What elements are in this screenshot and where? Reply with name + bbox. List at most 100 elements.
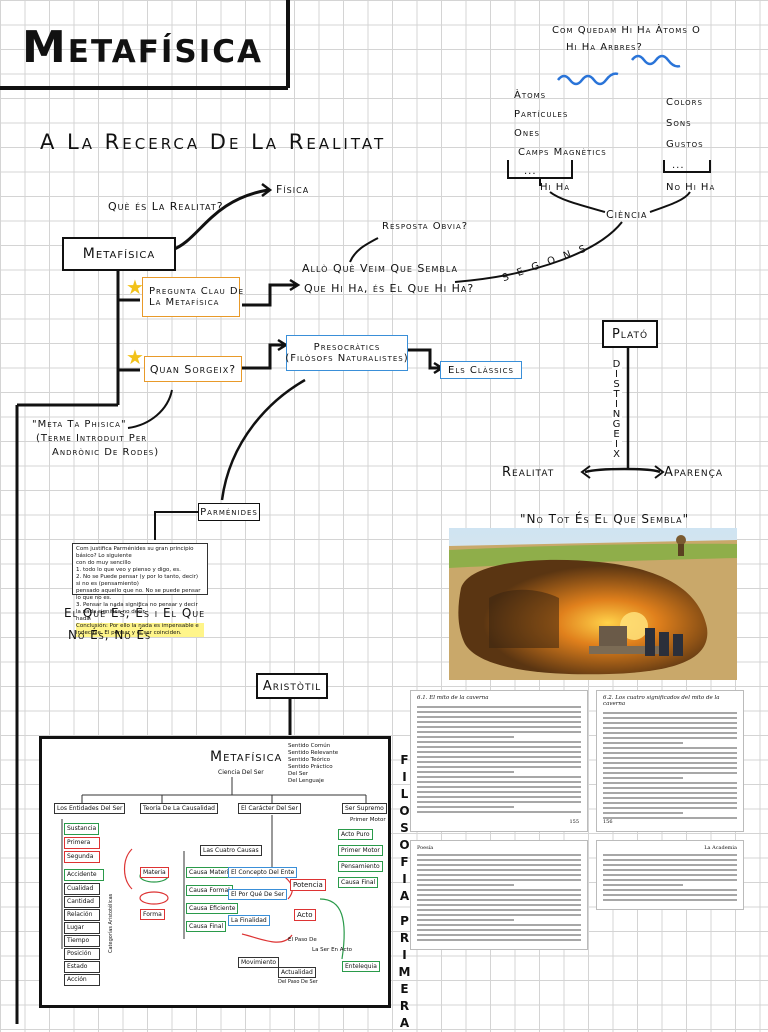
pregunta-clau-line2: La Metafísica: [149, 297, 220, 308]
quan-sorgeix-box: Quan Sorgeix?: [144, 356, 242, 382]
doc-text-line: [417, 854, 581, 856]
list-item: Accidente: [64, 869, 104, 881]
letter: E: [400, 982, 410, 996]
doc-text-line: [417, 889, 581, 891]
aristotle-left-items: Sustancia Primera Segunda Accidente Cual…: [64, 823, 104, 986]
letter: M: [398, 965, 412, 979]
star-icon: ★: [126, 345, 144, 369]
doc-page-number: 156: [603, 819, 613, 825]
doc-text-line: [603, 884, 684, 886]
causa-right-item: El Por Qué De Ser: [228, 889, 288, 900]
label-resposta-obvia: Resposta Obvia?: [382, 221, 469, 232]
note-line: con do muy sencillo: [76, 560, 131, 566]
doc-text-line: [603, 777, 684, 779]
doc-text-line: [417, 781, 581, 783]
aristotil-box: Aristòtil: [256, 673, 328, 699]
doc-text-line: [417, 716, 581, 718]
doc-text-line: [603, 762, 737, 764]
potencia-box: Potencia: [290, 879, 326, 891]
document-page-right: 6.2. Los cuatro significados del mito de…: [596, 690, 744, 832]
doc-text-line: [603, 742, 684, 744]
acto-box: Acto: [294, 909, 316, 921]
doc-text-line: [417, 934, 581, 936]
page-subtitle: A La Recerca De La Realitat: [40, 130, 387, 154]
doc-footer: La Academia: [704, 845, 737, 851]
aristotle-col4: Ser Supremo: [342, 803, 387, 814]
doc-text-line: [603, 817, 737, 819]
note-line: 2. No se Puede pensar (y por lo tanto, d…: [76, 574, 199, 587]
motor-item: Acto Puro: [338, 829, 373, 840]
letter: R: [399, 931, 411, 945]
distingeix-letter: I: [615, 439, 619, 450]
doc-text-line: [417, 791, 581, 793]
parmenides-note: Com justifica Parménides su gran princip…: [72, 543, 208, 637]
causa-item: Causa Eficiente: [186, 903, 239, 914]
doc-text-line: [417, 879, 581, 881]
aristotle-col1: Los Entidades Del Ser: [54, 803, 126, 814]
letter: S: [400, 821, 410, 835]
doc-text-line: [417, 706, 581, 708]
distingeix-letter: X: [613, 449, 621, 460]
note-line: pensado aquello que no. No se puede pens…: [76, 588, 201, 601]
document-page-left-bottom: Poesía: [410, 840, 588, 950]
motor-item: Primer Motor: [338, 845, 383, 856]
plato-box: Plató: [602, 320, 658, 348]
list-item: Del Ser: [288, 771, 309, 777]
doc-text-line: [417, 919, 514, 921]
doc-text-line: [417, 859, 581, 861]
list-item: Ones: [514, 128, 540, 139]
pregunta-clau-line1: Pregunta Clau De: [149, 286, 245, 297]
list-item: Del Lenguaje: [288, 778, 324, 784]
doc-text-line: [417, 801, 581, 803]
note-line: nada.: [76, 616, 92, 622]
list-item: Cantidad: [64, 896, 100, 908]
doc-text-line: [603, 889, 737, 891]
parmenides-box: Parménides: [198, 503, 260, 521]
doc-text-line: [417, 909, 581, 911]
meta-ta-physica-note: "Meta Ta Phisica" (Terme Introduit Per A…: [32, 418, 159, 460]
doc-text-line: [603, 792, 737, 794]
presocratics-line2: (Filòsofs Naturalistes): [285, 353, 409, 364]
aristotle-concept-map: Metafísica Ciencia Del Ser Sentido Común…: [39, 736, 391, 1008]
note-conclusion: Conclusión: Por ello la nada es impensab…: [76, 623, 204, 637]
aristotle-right-list: Sentido Común Sentido Relevante Sentido …: [288, 743, 338, 785]
letter: I: [402, 770, 408, 784]
doc-text-line: [603, 812, 684, 814]
doc-text-line: [417, 786, 581, 788]
letter: L: [400, 787, 410, 801]
primer-motor-label: Primer Motor: [350, 817, 386, 823]
document-page-left: 6.1. El mito de la caverna 155: [410, 690, 588, 832]
doc-text-line: [603, 854, 737, 856]
aristotle-col2: Teoría De La Causalidad: [140, 803, 218, 814]
question-atoms-line2: Hi Ha Arbres?: [566, 42, 643, 53]
doc-text-line: [417, 751, 581, 753]
motor-item: Causa Final: [338, 877, 379, 888]
no-hi-ha-list: Colors Sons Gustos ...: [666, 92, 704, 176]
entelequia-box: Entelequia: [342, 961, 380, 972]
doc-text-line: [417, 884, 514, 886]
distingeix-letter: S: [613, 379, 621, 390]
label-aparenca: Aparença: [664, 465, 724, 480]
cave-image: [449, 528, 737, 680]
list-item: Lugar: [64, 922, 100, 934]
doc-text-line: [603, 802, 737, 804]
list-item: ...: [672, 160, 685, 171]
materia-box: Materia: [140, 867, 169, 878]
label-allo: Allò Què Veim Que Sembla: [302, 262, 458, 275]
distingeix-letter: E: [613, 429, 621, 440]
doc-text-line: [603, 767, 737, 769]
letter: O: [399, 804, 411, 818]
letter: F: [400, 753, 410, 767]
el-que-es-line2: No És, No És: [68, 628, 152, 642]
distingeix-letter: T: [613, 389, 621, 400]
aristotle-root: Metafísica: [210, 749, 283, 765]
list-item: Primera: [64, 837, 100, 849]
doc-text-line: [603, 869, 737, 871]
doc-text-line: [603, 732, 737, 734]
doc-text-line: [603, 874, 737, 876]
letter: R: [399, 999, 411, 1013]
doc-text-line: [417, 756, 581, 758]
causa-right-item: La Finalidad: [228, 915, 270, 926]
list-item: Sentido Teórico: [288, 757, 331, 763]
doc-text-line: [603, 797, 737, 799]
